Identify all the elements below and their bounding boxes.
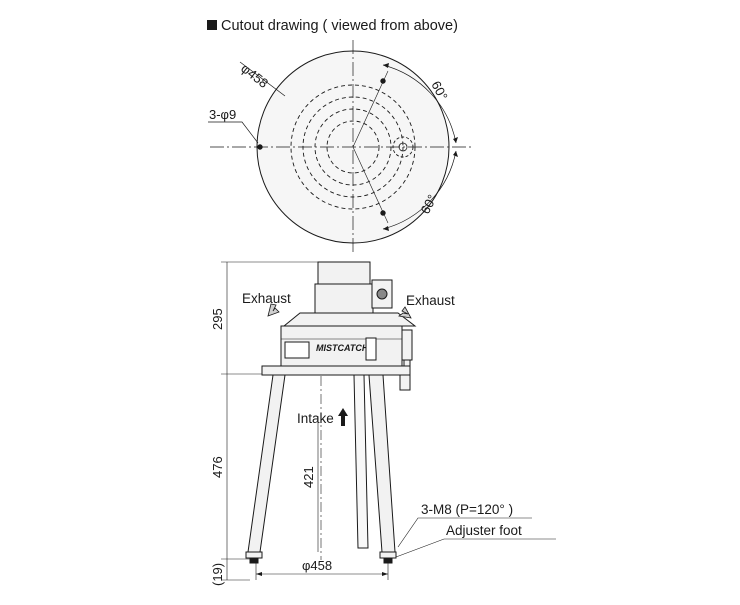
angle-arrow-3 — [453, 151, 458, 157]
dashed-circle-3 — [314, 108, 392, 186]
holes-label: 3-φ9 — [209, 107, 236, 122]
bolt-note-label: 3-M8 (P=120° ) — [421, 502, 513, 517]
knob-dashed-circle — [392, 136, 414, 158]
side-view: 295 476 (19) MISTCATCH — [210, 261, 556, 586]
hole-upper — [380, 78, 386, 84]
leg-left — [247, 374, 286, 553]
span-arrow-left — [256, 572, 262, 576]
motor-body — [314, 283, 374, 315]
radial-line-lower — [352, 146, 389, 224]
exhaust-left-arrow-icon — [267, 303, 280, 317]
angle-arc-upper — [382, 64, 457, 144]
motor-cap — [317, 261, 371, 285]
intake-arrow-icon — [338, 408, 348, 426]
diameter-leader — [239, 61, 286, 97]
exhaust-left-label: Exhaust — [242, 291, 291, 306]
dashed-circle-2 — [302, 96, 404, 198]
radial-line-upper — [352, 70, 389, 148]
dashed-circle-4 — [326, 120, 380, 174]
knob-center-circle — [398, 142, 408, 152]
drain-housing — [401, 329, 413, 361]
foot-left-top — [245, 551, 263, 559]
foot-right-pad — [383, 557, 393, 564]
angle-arrow-1 — [383, 63, 389, 68]
exhaust-right-label: Exhaust — [406, 293, 455, 308]
top-view-title: Cutout drawing ( viewed from above) — [221, 18, 458, 34]
exhaust-right-arrow-icon — [398, 306, 412, 319]
intake-label: Intake — [297, 411, 334, 426]
bolt-note-leader — [397, 517, 532, 548]
title-square-icon — [207, 20, 217, 30]
logo-plate — [284, 341, 310, 359]
hole-left — [257, 144, 263, 150]
indicator-panel — [365, 337, 377, 361]
foot-note-label: Adjuster foot — [446, 523, 522, 538]
holes-leader — [208, 121, 259, 144]
foot-left-pad — [249, 557, 259, 564]
angle-arrow-2 — [453, 137, 458, 143]
terminal-knob-icon — [376, 288, 388, 300]
hood-rim — [282, 312, 417, 327]
top-view: Cutout drawing ( viewed from above) 60° … — [207, 18, 472, 252]
dashed-circle-1 — [290, 84, 416, 210]
span-arrow-right — [382, 572, 388, 576]
height-foot-label: (19) — [210, 563, 225, 586]
foot-right-top — [379, 551, 397, 559]
base-span-label: φ458 — [302, 558, 332, 573]
hole-lower — [380, 210, 386, 216]
angle-arc-lower — [382, 150, 457, 230]
height-lower-label: 476 — [210, 456, 225, 478]
height-upper-label: 295 — [210, 308, 225, 330]
leg-height-label: 421 — [301, 466, 316, 488]
drain-outlet — [399, 373, 411, 391]
base-ring — [261, 365, 411, 376]
angle-arrow-4 — [383, 226, 389, 231]
foot-note-leader — [395, 538, 556, 558]
brand-label: MISTCATCH — [316, 343, 369, 353]
leg-right — [368, 374, 396, 553]
leg-back — [353, 374, 369, 549]
top-diameter-label: φ458 — [238, 61, 271, 91]
